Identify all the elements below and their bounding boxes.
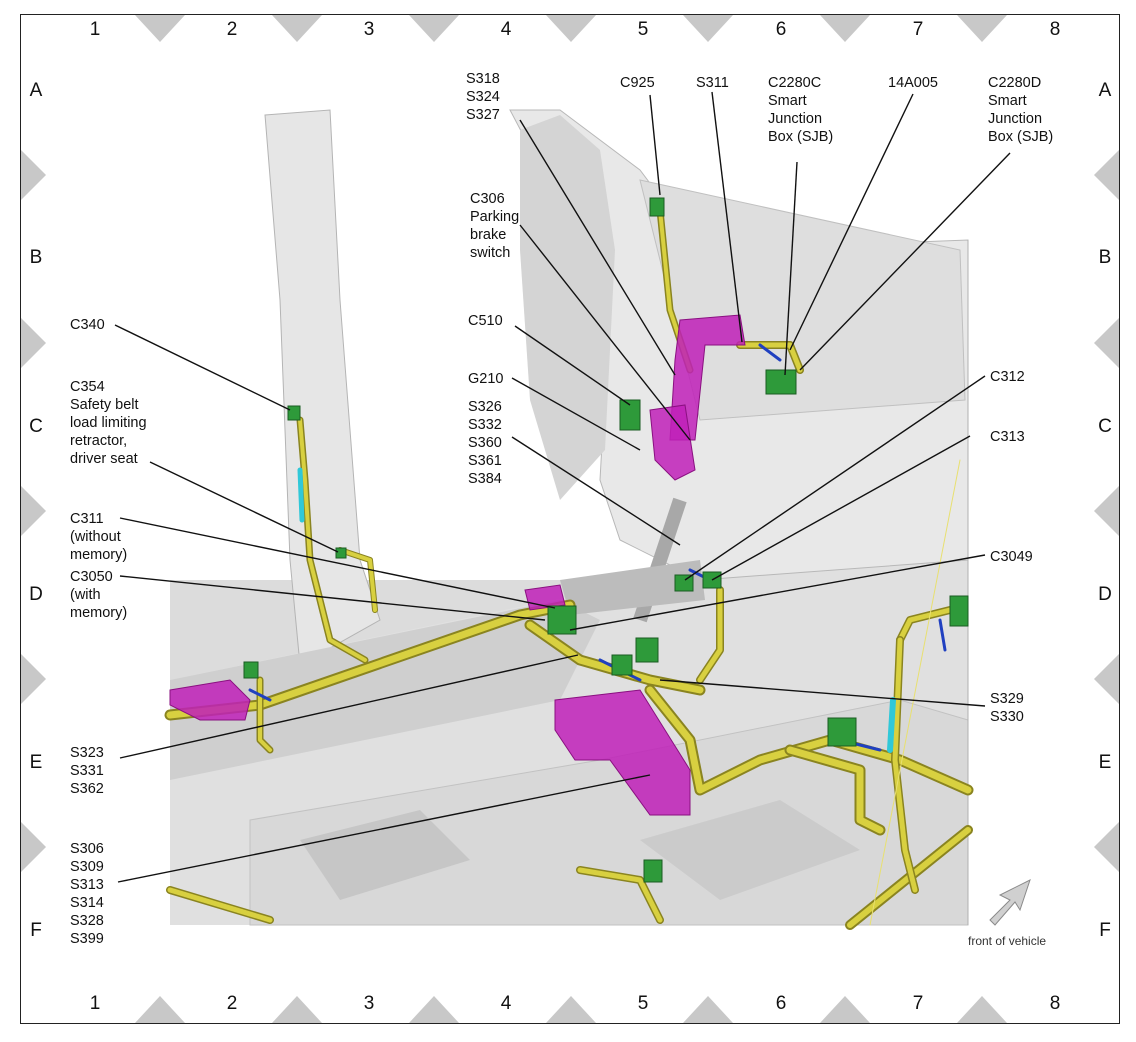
grid-col-5-top: 5 xyxy=(637,19,649,40)
grid-col-6-bottom: 6 xyxy=(775,993,787,1014)
grid-row-c-right: C xyxy=(1098,416,1112,437)
vehicle-body-structure xyxy=(170,109,969,926)
callout-s306-group: S306 S309 S313 S314 S328 S399 xyxy=(70,841,104,947)
grid-row-f-left: F xyxy=(30,920,42,941)
leader-lines xyxy=(114,91,1011,883)
grid-edge-markers xyxy=(21,15,1119,1023)
callout-s318-s324-s327: S318 S324 S327 xyxy=(466,71,500,123)
callout-s329-s330: S329 S330 xyxy=(990,691,1024,725)
callout-s326-group: S326 S332 S360 S361 S384 xyxy=(468,399,502,487)
callout-s323-group: S323 S331 S362 xyxy=(70,745,104,797)
grid-row-a-right: A xyxy=(1098,80,1112,101)
grid-col-1-top: 1 xyxy=(89,19,101,40)
callout-g210: G210 xyxy=(468,371,504,387)
callout-c510: C510 xyxy=(468,313,503,329)
front-arrow-icon xyxy=(989,879,1031,926)
magenta-components xyxy=(169,314,746,816)
callout-s311: S311 xyxy=(696,75,729,91)
front-of-vehicle-label: front of vehicle xyxy=(968,934,1047,948)
grid-row-d-left: D xyxy=(29,584,43,605)
callout-c312: C312 xyxy=(990,369,1025,385)
callout-c925: C925 xyxy=(620,75,655,91)
grid-row-e-left: E xyxy=(29,752,43,773)
grid-row-e-right: E xyxy=(1098,752,1112,773)
callout-c354: C354 Safety belt load limiting retractor… xyxy=(70,379,147,467)
grid-col-1-bottom: 1 xyxy=(89,993,101,1014)
grid-col-8-bottom: 8 xyxy=(1049,993,1061,1014)
grid-col-2-bottom: 2 xyxy=(226,993,238,1014)
callout-c2280c: C2280C Smart Junction Box (SJB) xyxy=(768,75,834,145)
callout-c313: C313 xyxy=(990,429,1025,445)
callout-14a005: 14A005 xyxy=(888,75,938,91)
grid-row-f-right: F xyxy=(1099,920,1111,941)
grid-col-3-bottom: 3 xyxy=(363,993,375,1014)
grid-col-4-top: 4 xyxy=(500,19,512,40)
callout-c3049: C3049 xyxy=(990,549,1033,565)
callout-c311: C311 (without memory) xyxy=(70,511,128,563)
grid-row-a-left: A xyxy=(29,80,43,101)
grid-col-6-top: 6 xyxy=(775,19,787,40)
grid-col-2-top: 2 xyxy=(226,19,238,40)
grid-col-8-top: 8 xyxy=(1049,19,1061,40)
callout-c340: C340 xyxy=(70,317,105,333)
grid-row-b-right: B xyxy=(1098,247,1112,268)
diagram-frame xyxy=(20,14,1120,1024)
grid-col-7-bottom: 7 xyxy=(912,993,924,1014)
grid-row-c-left: C xyxy=(29,416,43,437)
grid-col-7-top: 7 xyxy=(912,19,924,40)
grid-row-b-left: B xyxy=(29,247,43,268)
callout-c3050: C3050 (with memory) xyxy=(70,569,128,621)
callout-c306: C306 Parking brake switch xyxy=(470,191,520,261)
grid-col-3-top: 3 xyxy=(363,19,375,40)
callout-c2280d: C2280D Smart Junction Box (SJB) xyxy=(988,75,1054,145)
grid-col-5-bottom: 5 xyxy=(637,993,649,1014)
grid-col-4-bottom: 4 xyxy=(500,993,512,1014)
grid-row-d-right: D xyxy=(1098,584,1112,605)
